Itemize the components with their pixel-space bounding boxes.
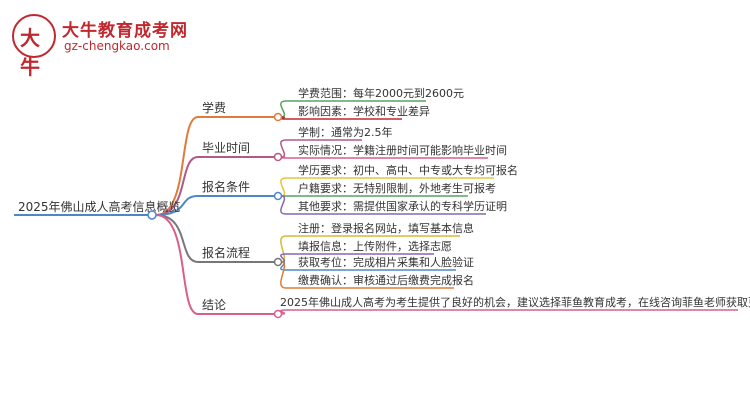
leaf-text: 2025年佛山成人高考为考生提供了良好的机会，建议选择菲鱼教育成考，在线咨询菲鱼…	[280, 295, 750, 309]
site-logo: 大牛 大牛教育成考网 gz-chengkao.com	[12, 14, 252, 79]
branch-label: 报名流程	[202, 245, 250, 260]
leaf-text: 学费范围：每年2000元到2600元	[298, 86, 464, 100]
leaf-text: 实际情况：学籍注册时间可能影响毕业时间	[298, 143, 507, 157]
branch-edge	[155, 214, 199, 315]
leaf-text: 缴费确认：审核通过后缴费完成报名	[298, 273, 474, 287]
logo-badge-icon: 大牛	[12, 14, 56, 79]
branch-label: 学费	[202, 100, 226, 115]
branch-label: 结论	[202, 298, 226, 312]
leaf-edge	[280, 195, 287, 215]
branch-label: 报名条件	[202, 179, 250, 194]
leaf-text: 其他要求：需提供国家承认的专科学历证明	[298, 199, 507, 213]
leaf-edge	[280, 100, 287, 118]
leaf-text: 注册：登录报名网站，填写基本信息	[298, 221, 474, 235]
branch-connector-dot	[273, 112, 283, 122]
branch-connector-dot	[273, 152, 283, 162]
branch-connector-dot	[273, 309, 283, 319]
leaf-edge	[280, 309, 287, 315]
leaf-edge	[280, 156, 287, 159]
leaf-text: 填报信息：上传附件，选择志愿	[298, 239, 452, 253]
branch-label: 毕业时间	[202, 141, 250, 155]
root-connector-dot	[147, 210, 157, 220]
branch-connector-dot	[273, 257, 283, 267]
leaf-edge	[280, 261, 287, 289]
leaf-text: 获取考位：完成相片采集和人脸验证	[298, 255, 474, 269]
branch-edge	[155, 156, 199, 216]
branch-edge	[155, 195, 199, 216]
leaf-text: 学历要求：初中、高中、中专或大专均可报名	[298, 163, 518, 177]
leaf-edge	[280, 177, 287, 197]
leaf-text: 学制：通常为2.5年	[298, 125, 393, 139]
branch-edge	[155, 116, 199, 216]
branch-connector-dot	[273, 191, 283, 201]
mindmap-edges	[14, 100, 738, 315]
branch-edge	[155, 214, 199, 263]
leaf-edge	[280, 116, 287, 120]
leaf-edge	[280, 139, 287, 158]
logo-title: 大牛教育成考网	[62, 21, 188, 41]
logo-url: gz-chengkao.com	[64, 39, 170, 53]
mindmap-nodes: 2025年佛山成人高考信息概览 学费 学费范围：每年2000元到2600元影响因素：…	[18, 86, 750, 319]
leaf-text: 影响因素：学校和专业差异	[298, 104, 430, 118]
logo-badge-text: 大牛	[20, 26, 40, 79]
root-topic: 2025年佛山成人高考信息概览	[18, 199, 181, 214]
leaf-text: 户籍要求：无特别限制，外地考生可报考	[298, 181, 496, 195]
